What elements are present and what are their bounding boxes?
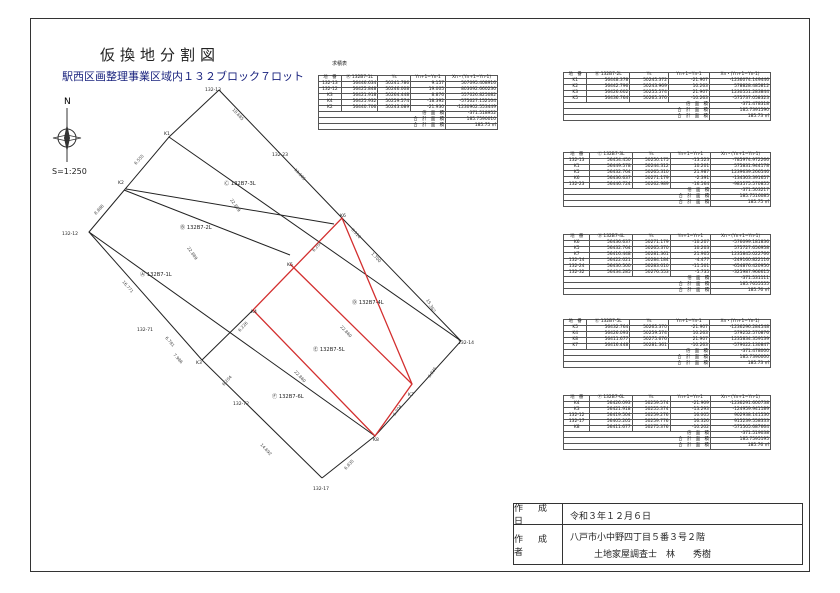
- dim-label: 6.835: [343, 458, 355, 471]
- lot-label-3l: Ⓒ 132B7-3L: [224, 179, 256, 187]
- point-132-13: 132-13: [205, 87, 221, 93]
- dim-label: 22.860: [293, 369, 307, 383]
- compass-label: N: [64, 97, 71, 107]
- document-title: 仮換地分割図: [100, 46, 221, 64]
- point-K2: K2: [118, 180, 124, 186]
- dim-label: 6.835: [427, 366, 438, 379]
- dim-label: 15.362: [425, 298, 437, 313]
- point-K6: K6: [340, 213, 346, 219]
- dim-label: 6.204: [221, 374, 233, 387]
- block-line-right: [341, 217, 462, 342]
- point-132-71: 132-71: [137, 327, 153, 333]
- point-K1: K1: [164, 131, 170, 137]
- point-K4: K4: [251, 309, 257, 315]
- maker-label: 作 成 者: [514, 524, 563, 565]
- lot-divider-2: [123, 189, 291, 256]
- scale-label: S=1:250: [52, 167, 87, 176]
- calc-heading: 求積表: [332, 61, 348, 67]
- lot-label-5l: Ⓔ 132B7-5L: [313, 345, 345, 353]
- dim-label: 6.204: [392, 404, 403, 417]
- point-132-72: 132-72: [233, 401, 249, 407]
- document-subtitle: 駅西区画整理事業区域内１３２ブロック７ロット: [62, 70, 304, 83]
- dim-label: 14.692: [259, 442, 273, 456]
- made-date-value: 令和３年１２月６日: [570, 512, 652, 522]
- lot-divider-5: [321, 435, 376, 479]
- point-K8: K8: [373, 437, 379, 443]
- drawing-sheet: [30, 18, 810, 572]
- dim-label: 22.860: [339, 324, 353, 338]
- point-K3: K3: [196, 360, 202, 366]
- lot-label-1l: Ⓐ 132B7-1L: [140, 270, 172, 278]
- dim-label: 6.226: [237, 320, 249, 333]
- dim-label: 1.700: [370, 251, 382, 263]
- point-132-12: 132-12: [62, 231, 78, 237]
- point-132-23: 132-23: [272, 152, 288, 158]
- block-line-top: [218, 89, 343, 219]
- lot-label-4l: Ⓓ 132B7-4L: [352, 298, 384, 306]
- lot-divider-3: [88, 231, 203, 361]
- lot-label-2l: Ⓑ 132B7-2L: [180, 223, 212, 231]
- point-132-17: 132-17: [313, 486, 329, 492]
- lot-divider-6: [201, 309, 254, 361]
- dim-label: 22.889: [229, 198, 242, 213]
- dim-label: 11.585: [293, 167, 307, 181]
- point-K5: K5: [287, 262, 293, 268]
- dim-label: 6.555: [133, 153, 145, 166]
- point-K7: K7: [408, 392, 414, 398]
- dim-label: 6.781: [164, 335, 176, 348]
- lot-divider-1: [125, 188, 335, 225]
- compass-icon: N: [52, 97, 82, 162]
- dim-label: 6.204: [311, 240, 323, 253]
- dim-label: 8.888: [93, 203, 105, 216]
- footer-block: 作 成 日 令和３年１２月６日 作 成 者 八戸市小中野四丁目５番３号２階 土地…: [513, 503, 803, 565]
- made-date-row: 作 成 日 令和３年１２月６日: [514, 504, 802, 527]
- highlight-divider: [289, 263, 413, 385]
- point-132-14: 132-14: [458, 340, 474, 346]
- dim-label: 22.889: [186, 246, 199, 261]
- dim-label: 7.986: [172, 352, 184, 365]
- made-date-label: 作 成 日: [514, 504, 563, 527]
- maker-row: 作 成 者 八戸市小中野四丁目５番３号２階 土地家屋調査士 林 秀樹: [514, 524, 802, 565]
- maker-name: 土地家屋調査士 林 秀樹: [594, 550, 712, 560]
- maker-address: 八戸市小中野四丁目５番３号２階: [570, 533, 706, 543]
- block-line-left: [168, 89, 220, 138]
- lot-label-6l: Ⓕ 132B7-6L: [272, 392, 304, 400]
- lot-divider-4: [201, 359, 323, 479]
